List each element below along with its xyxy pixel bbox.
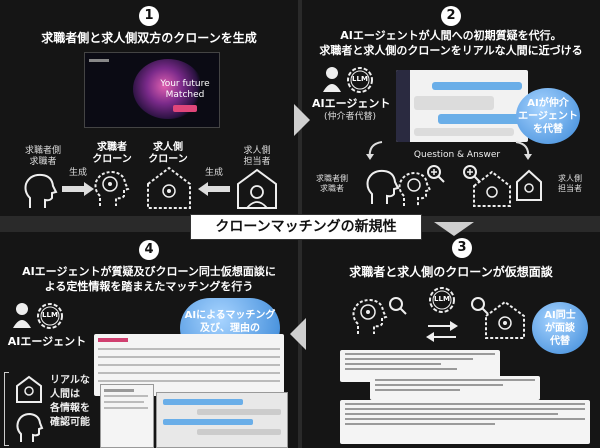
hero-button [173, 105, 197, 112]
llm-label: LLM [352, 75, 368, 83]
ai-interview-bubble: AI同士 が面談 代替 [532, 302, 588, 354]
step4-title-line2: よる定性情報を踏まえたマッチングを行う [44, 280, 254, 293]
app-logo [89, 59, 109, 62]
llm-label-4: LLM [42, 311, 58, 319]
qa-label: Question & Answer [413, 150, 501, 160]
clone-house-icon-2 [473, 170, 511, 207]
agent-sub-label: (仲介者代替) [323, 112, 377, 122]
step2-number: 2 [441, 6, 461, 26]
step1-number: 1 [139, 6, 159, 26]
flow-arrow-3-to-4 [290, 318, 306, 350]
agent-person-icon [323, 67, 341, 92]
chat-window [396, 70, 528, 142]
step2-title-line1: AIエージェントが人間への初期質疑を代行。 [340, 29, 562, 42]
person-head-icon [24, 173, 58, 208]
employer-clone-label: 求人側 クローン [148, 142, 188, 165]
llm-gear-icon [347, 67, 373, 93]
card-line [104, 407, 148, 409]
arrow-left-icon [198, 182, 230, 196]
bracket [4, 372, 9, 446]
dashboard-row [98, 356, 280, 358]
transcript-doc-2 [370, 376, 540, 400]
clone-house-icon-3 [485, 300, 525, 339]
app-screenshot: Your future Matched [84, 52, 220, 128]
magnifier-icon-2 [463, 165, 481, 183]
generate-label-right: 生成 [204, 168, 223, 178]
magnifier-icon-4 [471, 297, 489, 315]
person-head-icon-2 [366, 169, 400, 204]
llm-gear-icon-3 [429, 287, 455, 313]
employer-house-icon-2 [516, 169, 542, 201]
employer-house-icon-4 [16, 375, 42, 403]
flow-arrow-2-to-3 [434, 222, 474, 236]
llm-label-3: LLM [434, 295, 450, 303]
step3-title: 求職者と求人側のクローンが仮想面談 [349, 265, 553, 279]
exchange-arrows-icon [426, 321, 458, 342]
clone-brain-icon-3 [352, 298, 388, 334]
real-human-note: リアルな 人間は 各情報を 確認可能 [50, 375, 90, 428]
log-bubble [163, 419, 253, 425]
chat-sidebar [396, 70, 410, 142]
chat-input [414, 128, 514, 136]
step1-employer-label: 求人側 担当者 [243, 146, 271, 167]
dashboard-row [98, 380, 280, 382]
step4-number: 4 [139, 240, 159, 260]
dashboard-row [98, 364, 280, 366]
dashboard-row [98, 372, 280, 374]
log-bubble [197, 429, 281, 435]
agent-person-icon-4 [13, 303, 31, 328]
generate-label-left: 生成 [68, 168, 87, 178]
detail-card [100, 384, 154, 448]
step1-seeker-label: 求職者側 求職者 [24, 146, 61, 167]
transcript-doc-3 [340, 400, 590, 444]
agent-replace-bubble: AIが仲介 エージェント を代替 [516, 88, 580, 144]
curved-arrow-icon [366, 141, 383, 160]
chat-bubble-ai [414, 96, 494, 110]
step3-number: 3 [452, 238, 472, 258]
employer-house-icon [237, 168, 277, 209]
clone-brain-icon-2 [398, 171, 432, 206]
step2-title-line2: 求職者と求人側のクローンをリアルな人間に近づける [319, 44, 583, 57]
arrow-right-icon [62, 182, 94, 196]
flow-arrow-1-to-2 [294, 104, 310, 136]
log-bubble [163, 399, 243, 405]
seeker-clone-label: 求職者 クローン [92, 142, 132, 165]
magnifier-icon [427, 165, 445, 183]
clone-brain-icon [94, 170, 130, 206]
dashboard-logo [98, 338, 128, 342]
log-bubble [197, 409, 281, 415]
llm-gear-icon-4 [37, 303, 63, 329]
center-title: クローンマッチングの新規性 [190, 214, 422, 240]
step4-title-line1: AIエージェントが質疑及びクローン同士仮想面談に [22, 265, 276, 278]
dashboard-row [98, 348, 280, 350]
clone-house-icon [147, 166, 191, 209]
agent-label: AIエージェント [312, 97, 391, 110]
step1-title: 求職者側と求人側双方のクローンを生成 [41, 31, 257, 45]
card-line [104, 389, 134, 392]
curved-arrow-icon-2 [515, 141, 532, 160]
step2-employer-label: 求人側 担当者 [558, 174, 582, 193]
person-head-icon-4 [16, 412, 44, 442]
magnifier-icon-3 [389, 297, 407, 315]
card-line [104, 395, 148, 397]
hero-text: Your future Matched [160, 79, 210, 100]
step2-seeker-label: 求職者側 求職者 [316, 174, 348, 193]
card-line [104, 401, 144, 403]
chat-log-card [156, 392, 288, 448]
chat-bubble-user-2 [438, 114, 522, 124]
agent-label-4: AIエージェント [7, 335, 87, 348]
chat-bubble-user [432, 82, 522, 90]
